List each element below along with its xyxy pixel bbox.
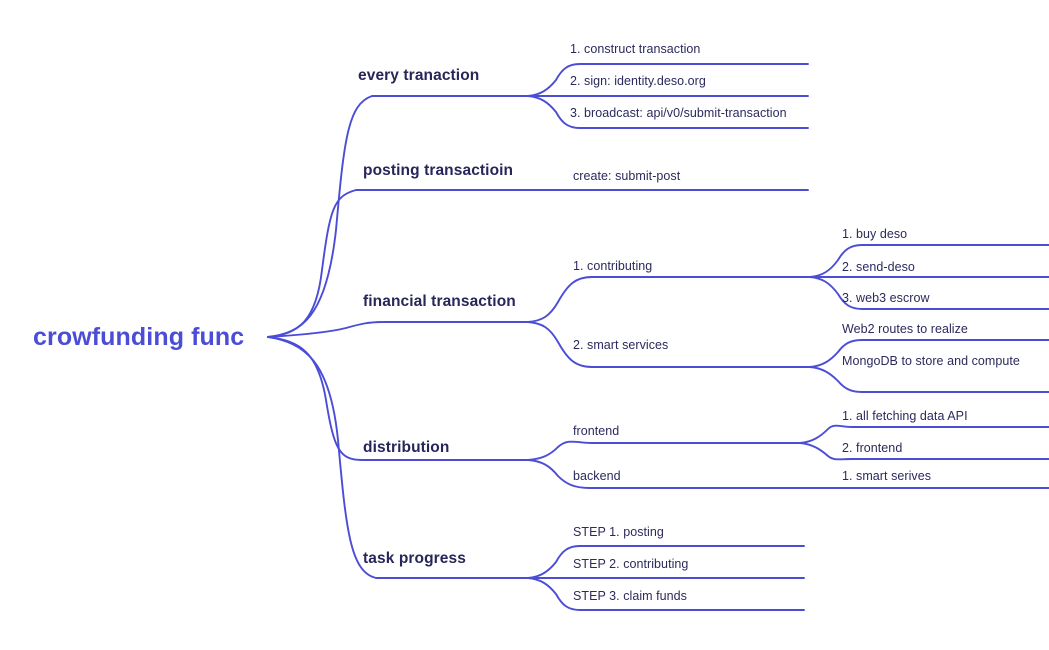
leaf-node-create-submit-post[interactable]: create: submit-post [573,169,681,183]
leaf-node-frontend-child[interactable]: 2. frontend [842,441,903,455]
branch-node-posting-transactioin[interactable]: posting transactioin [363,162,514,179]
edge-financial-contributing [527,276,811,323]
leaf-node-buy-deso[interactable]: 1. buy deso [842,227,908,241]
leaf-node-smart-services[interactable]: 2. smart services [573,338,669,352]
leaf-node-web3-escrow[interactable]: 3. web3 escrow [842,291,930,305]
edge-frontend-1 [799,424,1049,444]
branch-node-task-progress[interactable]: task progress [363,550,466,567]
edge-smart-services-2 [809,366,1049,393]
leaf-node-frontend[interactable]: frontend [573,424,620,438]
leaf-node-step-1-posting[interactable]: STEP 1. posting [573,525,664,539]
leaf-node-step-3-claim-funds[interactable]: STEP 3. claim funds [573,589,687,603]
edge-financial-smart-services [527,321,811,368]
leaf-node-all-fetching-data-api[interactable]: 1. all fetching data API [842,409,968,423]
root-node[interactable]: crowfunding func [33,323,245,351]
edge-root-posting-transactioin [267,189,809,338]
leaf-node-contributing[interactable]: 1. contributing [573,259,653,273]
leaf-node-construct-transaction[interactable]: 1. construct transaction [570,42,701,56]
leaf-node-sign-identity-deso-org[interactable]: 2. sign: identity.deso.org [570,74,706,88]
edge-distribution-frontend [527,440,801,461]
leaf-node-step-2-contributing[interactable]: STEP 2. contributing [573,557,689,571]
branch-node-distribution[interactable]: distribution [363,439,450,456]
leaf-node-broadcast-submit-transaction[interactable]: 3. broadcast: api/v0/submit-transaction [570,106,787,120]
branch-node-every-tranaction[interactable]: every tranaction [358,67,480,84]
leaf-node-mongodb-to-store-and-compute[interactable]: MongoDB to store and compute [842,354,1020,368]
edge-root-task-progress [267,336,529,579]
edge-root-financial-transaction [267,321,529,338]
leaf-node-backend[interactable]: backend [573,469,621,483]
leaf-node-web2-routes-to-realize[interactable]: Web2 routes to realize [842,322,968,336]
leaf-node-send-deso[interactable]: 2. send-deso [842,260,915,274]
edge-frontend-2 [799,442,1049,461]
leaf-node-smart-serives[interactable]: 1. smart serives [842,469,932,483]
branch-node-financial-transaction[interactable]: financial transaction [363,293,516,310]
